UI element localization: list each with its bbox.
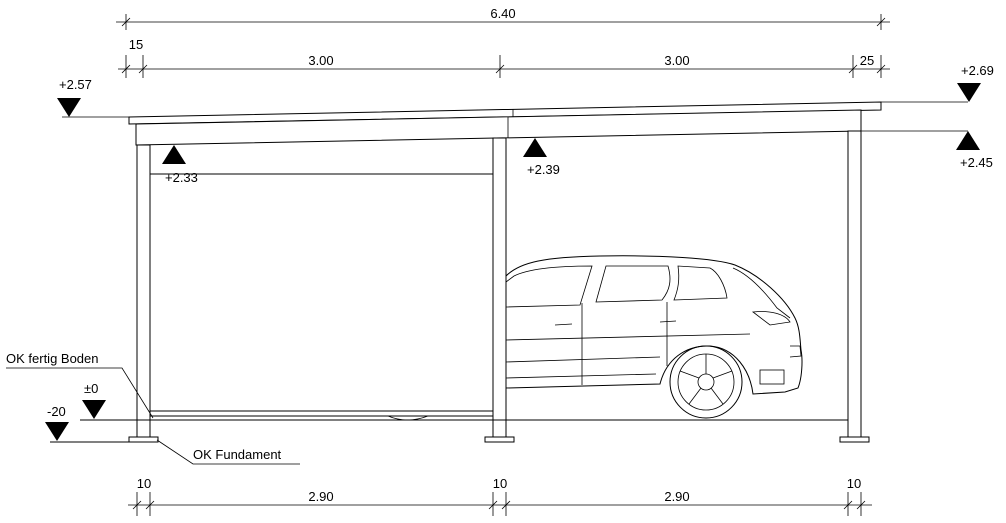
post-left-width-label: 10 [137,476,151,491]
svg-text:+2.39: +2.39 [527,162,560,177]
right-bay-label: 3.00 [664,53,689,68]
svg-text:+2.33: +2.33 [165,170,198,185]
post-left [136,144,151,442]
label-foundation-top: OK Fundament [156,439,300,465]
level-beam-right: +2.45 [956,131,993,170]
post-middle [492,137,507,442]
posts [128,130,870,443]
level-beam-left: +2.33 [162,145,198,185]
post-right-width-label: 10 [847,476,861,491]
right-overhang-label: 25 [860,53,874,68]
svg-text:OK Fundament: OK Fundament [193,447,282,462]
post-right [847,130,862,442]
left-clear-bay-label: 2.90 [308,489,333,504]
left-overhang-label: 15 [129,37,143,52]
overall-dimension: 6.40 [116,6,890,30]
svg-text:±0: ±0 [84,381,98,396]
post-middle-width-label: 10 [493,476,507,491]
bay-dimension-chain-top: 15 3.00 3.00 25 [118,37,890,78]
svg-text:OK fertig Boden: OK fertig Boden [6,351,99,366]
level-beam-middle: +2.39 [523,138,560,177]
overall-dimension-label: 6.40 [490,6,515,21]
storage-enclosure [150,173,493,421]
left-bay-label: 3.00 [308,53,333,68]
svg-text:-20: -20 [47,404,66,419]
right-clear-bay-label: 2.90 [664,489,689,504]
ground-lines [50,415,848,443]
level-roof-left: +2.57 [57,77,92,117]
post-dimension-chain-bottom: 10 2.90 10 2.90 10 [128,476,872,516]
car-illustration [505,255,803,419]
level-roof-right: +2.69 [957,63,994,102]
svg-text:+2.57: +2.57 [59,77,92,92]
svg-text:+2.45: +2.45 [960,155,993,170]
level-floor: ±0 [82,381,106,419]
label-floor-finish: OK fertig Boden [6,351,154,419]
svg-text:+2.69: +2.69 [961,63,994,78]
level-foundation: -20 [45,404,69,441]
